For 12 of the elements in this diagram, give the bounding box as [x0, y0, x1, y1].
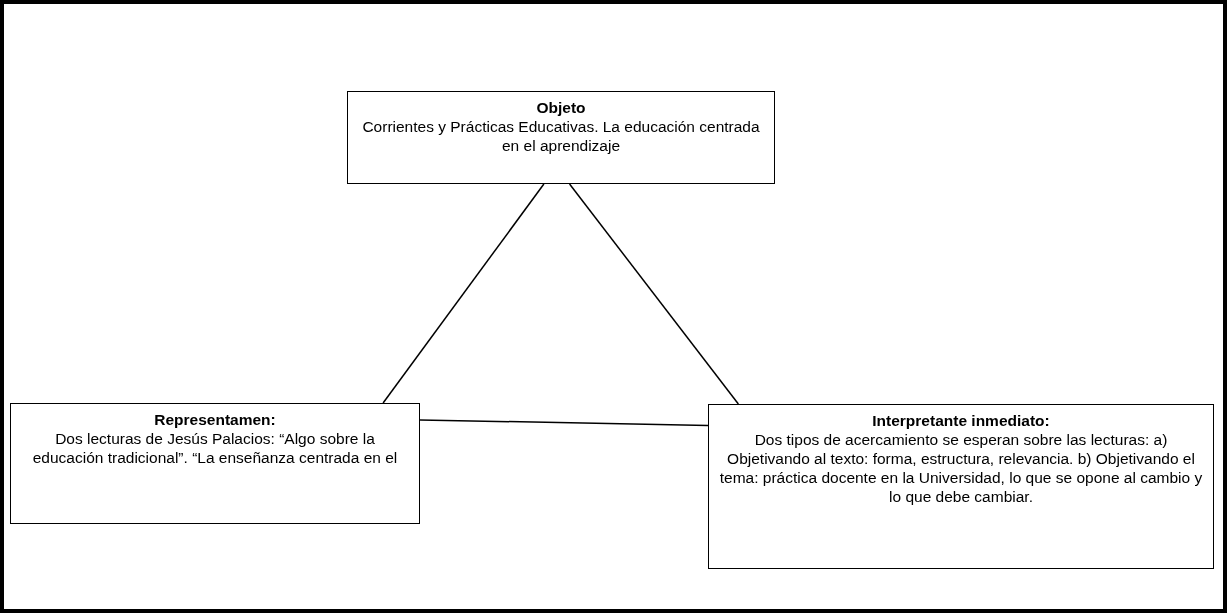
text-box — [708, 404, 1214, 569]
text-box — [347, 91, 775, 184]
box-text: Dos lecturas de Jesús Palacios: “Algo sobre la educación tradicional”. “La enseñanza centrada en el — [31, 429, 399, 467]
connector-line — [382, 183, 545, 404]
connector-line — [568, 183, 740, 405]
box-text: Corrientes y Prácticas Educativas. La educación centrada en el aprendizaje — [361, 117, 761, 155]
box-heading: Interpretante inmediato: — [871, 411, 1051, 430]
connector-line — [419, 419, 709, 427]
box-text: Dos tipos de acercamiento se esperan sobre las lecturas: a) Objetivando al texto: forma, estructura, relevancia. b) Objetivando el tema: práctica docente en la Universidad, lo que se opone al cambio y lo que debe cambiar. — [718, 430, 1204, 506]
box-heading: Objeto — [535, 98, 587, 117]
box-heading: Representamen: — [153, 410, 277, 429]
text-box — [10, 403, 420, 524]
